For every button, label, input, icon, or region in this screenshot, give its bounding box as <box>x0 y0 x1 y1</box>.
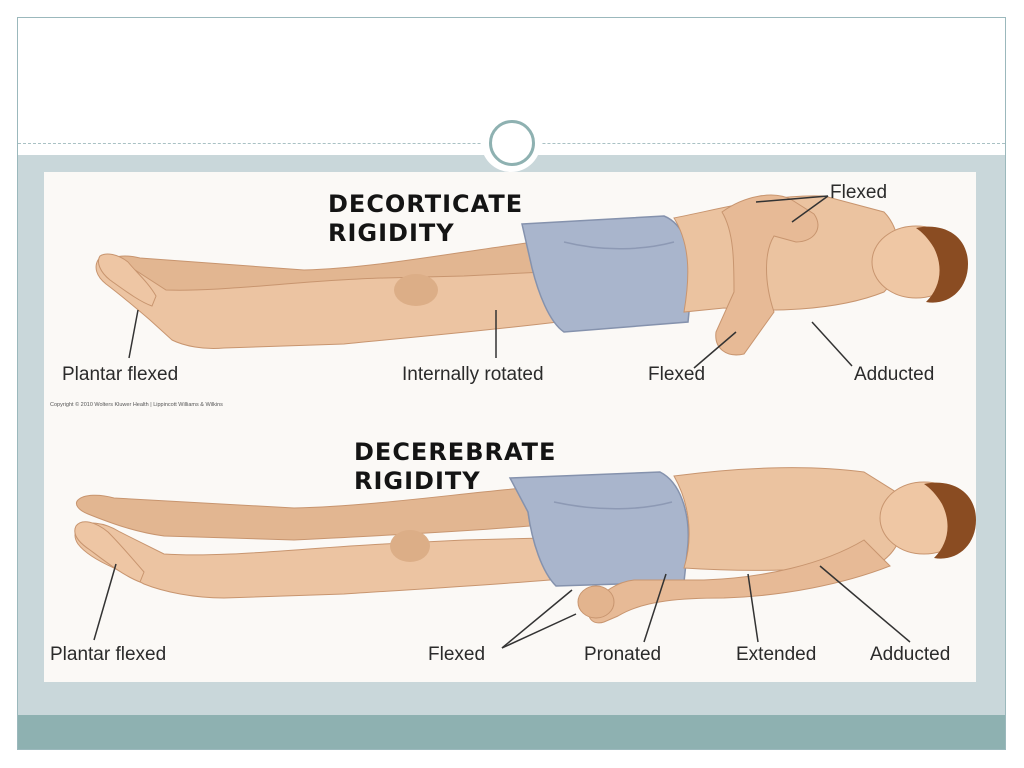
label-decorticate-flexed-top: Flexed <box>830 182 888 203</box>
leader-adducted-1 <box>811 321 853 367</box>
decerebrate-heading: DECEREBRATE RIGIDITY <box>354 438 556 496</box>
decerebrate-arm <box>588 539 891 624</box>
leader-extended <box>747 573 759 643</box>
leader-flexed-2 <box>501 613 577 649</box>
leader-flexed-top-1 <box>755 195 829 203</box>
leader-pronated <box>643 573 667 643</box>
label-decerebrate-flexed: Flexed <box>428 644 486 665</box>
circle-ornament-ring <box>489 120 535 166</box>
decorticate-leg-front <box>95 255 559 349</box>
decerebrate-shorts-fold <box>553 501 673 510</box>
copyright-text: Copyright © 2010 Wolters Kluwer Health |… <box>50 402 223 408</box>
rigidity-illustration: DECORTICATE RIGIDITY DECEREBRATE RIGIDIT… <box>44 172 976 682</box>
leader-flexed-arm <box>693 331 737 369</box>
label-decerebrate-pronated: Pronated <box>584 644 662 665</box>
leader-plantar-1 <box>128 309 139 359</box>
label-decerebrate-adducted: Adducted <box>870 644 951 665</box>
decorticate-heading: DECORTICATE RIGIDITY <box>328 190 523 248</box>
label-decorticate-flexed-arm: Flexed <box>648 364 706 385</box>
decerebrate-leg-front <box>74 522 551 599</box>
decerebrate-knee <box>390 530 430 562</box>
decorticate-hair <box>916 226 968 303</box>
decorticate-shorts-fold <box>563 241 675 250</box>
decorticate-knee <box>394 274 438 306</box>
label-decorticate-adducted: Adducted <box>854 364 935 385</box>
figures-svg <box>74 194 976 649</box>
decerebrate-heading-line1: DECEREBRATE <box>354 438 557 466</box>
decorticate-figure <box>95 194 968 369</box>
label-decorticate-internally-rotated: Internally rotated <box>402 364 544 385</box>
label-decerebrate-extended: Extended <box>736 644 817 665</box>
leader-flexed-top-2 <box>791 195 829 223</box>
decerebrate-figure <box>74 467 976 649</box>
decerebrate-foot <box>74 521 145 583</box>
leader-plantar-2 <box>93 563 117 641</box>
label-decorticate-plantar-flexed: Plantar flexed <box>62 364 179 385</box>
label-decerebrate-plantar-flexed: Plantar flexed <box>50 644 167 665</box>
decorticate-heading-line1: DECORTICATE <box>328 190 524 218</box>
decorticate-foot <box>97 253 157 307</box>
circle-ornament <box>481 112 541 172</box>
leader-flexed-1 <box>501 589 573 649</box>
decerebrate-hair <box>924 482 976 559</box>
decorticate-heading-line2: RIGIDITY <box>328 219 455 247</box>
decerebrate-heading-line2: RIGIDITY <box>354 467 481 495</box>
bottom-bar <box>18 715 1005 749</box>
leader-adducted-2 <box>819 565 911 643</box>
decerebrate-fist <box>577 585 615 619</box>
decerebrate-leg-back <box>75 487 531 541</box>
